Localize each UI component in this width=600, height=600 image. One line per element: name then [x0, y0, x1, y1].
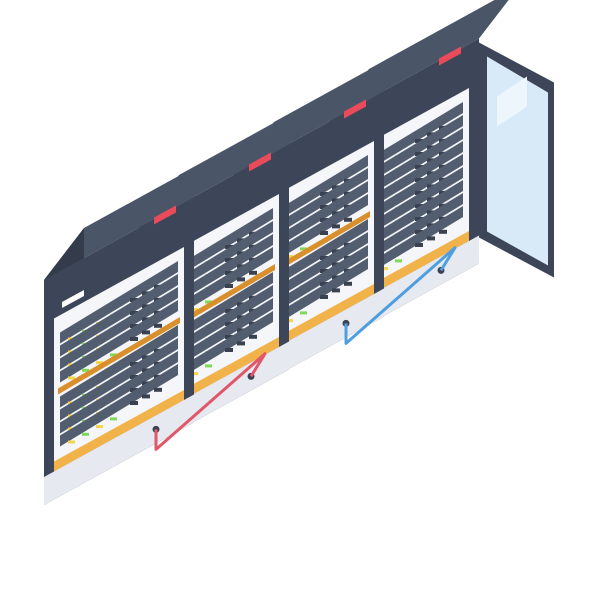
server-slot — [237, 277, 245, 282]
server-slot — [415, 204, 423, 208]
open-glass-door — [479, 42, 554, 278]
server-unit — [60, 351, 178, 434]
rack-label-red — [439, 46, 461, 66]
server-led — [110, 417, 117, 421]
server-unit — [60, 274, 178, 357]
server-unit — [60, 261, 178, 344]
server-slot — [225, 335, 233, 339]
server-led — [82, 368, 89, 372]
server-slot — [320, 192, 328, 196]
server-unit — [60, 325, 178, 408]
server-led — [300, 247, 307, 251]
server-slot — [130, 362, 138, 366]
server-unit — [60, 364, 178, 447]
server-slot — [154, 323, 162, 328]
server-slot — [249, 270, 257, 275]
server-slot — [415, 243, 423, 247]
server-slot — [225, 348, 233, 352]
server-slot — [415, 178, 423, 182]
server-led — [68, 440, 75, 444]
server-slot — [154, 387, 162, 392]
rack-label-red — [249, 152, 271, 172]
server-led — [82, 432, 89, 436]
server-slot — [237, 341, 245, 346]
server-slot — [415, 152, 423, 156]
server-led — [96, 425, 103, 429]
door-glass-highlight — [497, 76, 527, 127]
server-slot — [320, 218, 328, 222]
server-slot — [332, 288, 340, 293]
server-led — [205, 364, 212, 368]
server-slot — [320, 231, 328, 235]
server-slot — [415, 217, 423, 221]
server-slot — [320, 269, 328, 273]
server-slot — [320, 282, 328, 286]
server-led — [191, 308, 198, 312]
server-slot — [344, 281, 352, 286]
server-slot — [142, 394, 150, 399]
server-slot — [130, 401, 138, 405]
server-slot — [130, 337, 138, 341]
server-unit — [60, 300, 178, 383]
server-slot — [415, 139, 423, 143]
server-slot — [225, 245, 233, 249]
rack-mid-shelf — [58, 317, 180, 395]
server-led — [191, 372, 198, 376]
rack-top — [44, 145, 234, 280]
server-led — [96, 361, 103, 365]
server-slot — [130, 324, 138, 328]
server-led — [300, 311, 307, 315]
server-unit — [60, 287, 178, 370]
server-led — [110, 353, 117, 357]
server-slot — [249, 334, 257, 339]
red-network-cable — [154, 352, 267, 451]
rack-base-plinth — [44, 394, 194, 505]
server-slot — [225, 271, 233, 275]
server-slot — [130, 298, 138, 302]
server-slot — [415, 230, 423, 234]
server-slot — [130, 375, 138, 379]
server-slot — [130, 388, 138, 392]
server-led — [395, 259, 402, 263]
rack-floor-shelf — [54, 390, 184, 472]
server-slot — [225, 322, 233, 326]
blue-network-cable — [344, 246, 457, 345]
rack-label-red — [344, 99, 366, 119]
server-slot — [415, 165, 423, 169]
server-led — [381, 267, 388, 271]
server-slot — [439, 229, 447, 234]
rack-label-white — [62, 290, 84, 308]
server-slot — [225, 284, 233, 288]
server-led — [286, 319, 293, 323]
server-slot — [320, 295, 328, 299]
server-rack-1 — [44, 145, 234, 505]
server-slot — [225, 309, 233, 313]
server-slot — [320, 205, 328, 209]
rack-label-red — [154, 205, 176, 225]
server-unit — [60, 338, 178, 421]
server-led — [68, 376, 75, 380]
server-slot — [142, 330, 150, 335]
server-slot — [344, 217, 352, 222]
server-slot — [225, 258, 233, 262]
server-slot — [415, 191, 423, 195]
server-led — [205, 300, 212, 304]
server-slot — [320, 256, 328, 260]
server-led — [286, 255, 293, 259]
server-slot — [130, 311, 138, 315]
server-slot — [427, 236, 435, 241]
server-slot — [332, 224, 340, 229]
